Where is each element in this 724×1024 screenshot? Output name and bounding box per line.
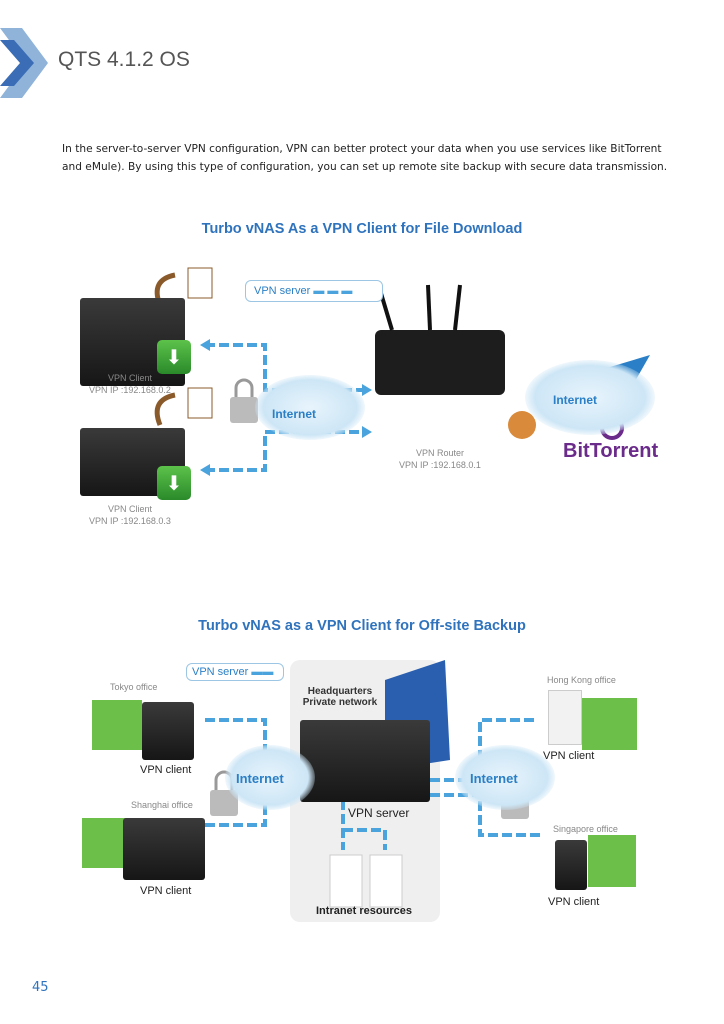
intranet-server-icon <box>329 854 403 908</box>
figure1-connections <box>154 267 650 476</box>
legend-bubble: VPN server ▬ ▬ ▬ <box>245 280 383 302</box>
router-ip: VPN IP :192.168.0.1 <box>399 460 481 470</box>
office-role: VPN client <box>140 885 192 897</box>
figure1-title: Turbo vNAS As a VPN Client for File Down… <box>201 221 523 237</box>
lock-icon <box>230 378 258 423</box>
document-title: QTS 4.1.2 OS <box>58 48 190 71</box>
nas-tokyo <box>142 702 194 760</box>
green-building-icon <box>82 698 637 887</box>
internet-cloud-left <box>225 745 315 810</box>
office-name: Singapore office <box>553 824 618 834</box>
nas-hongkong <box>548 690 582 745</box>
internet-label-left: Internet <box>236 771 284 786</box>
internet-label-right-2: Internet <box>470 771 518 786</box>
intranet-label: Intranet resources <box>316 905 412 917</box>
donkey-icon <box>508 411 536 439</box>
office-name: Hong Kong office <box>547 675 616 685</box>
legend-label: VPN server <box>254 285 311 297</box>
internet-label: Internet <box>272 407 317 421</box>
intro-paragraph: In the server-to-server VPN configuratio… <box>62 143 668 173</box>
router-icon <box>375 330 505 395</box>
nas-shanghai <box>123 818 205 880</box>
office-name: Shanghai office <box>131 800 193 810</box>
page-number: 45 <box>32 980 49 995</box>
hq-label: Headquarters <box>307 686 373 697</box>
client1-ip: VPN IP :192.168.0.2 <box>89 385 171 395</box>
client2-name: VPN Client <box>107 504 152 514</box>
internet-cloud <box>255 375 365 440</box>
internet-cloud-right-2 <box>455 745 555 810</box>
legend-label-2: VPN server <box>192 666 249 678</box>
office-role: VPN client <box>543 750 595 762</box>
hq-sublabel: Private network <box>302 697 378 708</box>
legend-bubble-2: VPN server ▬▬ <box>186 663 284 681</box>
logo-icon <box>0 28 48 98</box>
internet-cloud-right <box>525 360 655 435</box>
office-role: VPN client <box>140 764 192 776</box>
download-icon: ⬇ <box>157 340 191 374</box>
router-name: VPN Router <box>415 448 465 458</box>
client2-ip: VPN IP :192.168.0.3 <box>89 516 171 526</box>
download-icon: ⬇ <box>157 466 191 500</box>
internet-label-right: Internet <box>553 393 598 407</box>
client1-name: VPN Client <box>107 373 152 383</box>
office-role: VPN client <box>548 896 600 908</box>
office-name: Tokyo office <box>110 682 158 692</box>
vpn-server-label: VPN server <box>348 806 410 820</box>
nas-singapore <box>555 840 587 890</box>
figure2-title: Turbo vNAS as a VPN Client for Off-site … <box>198 618 526 634</box>
nas-hq-server <box>300 720 430 802</box>
bittorrent-logo: BitTorrent <box>563 440 659 462</box>
